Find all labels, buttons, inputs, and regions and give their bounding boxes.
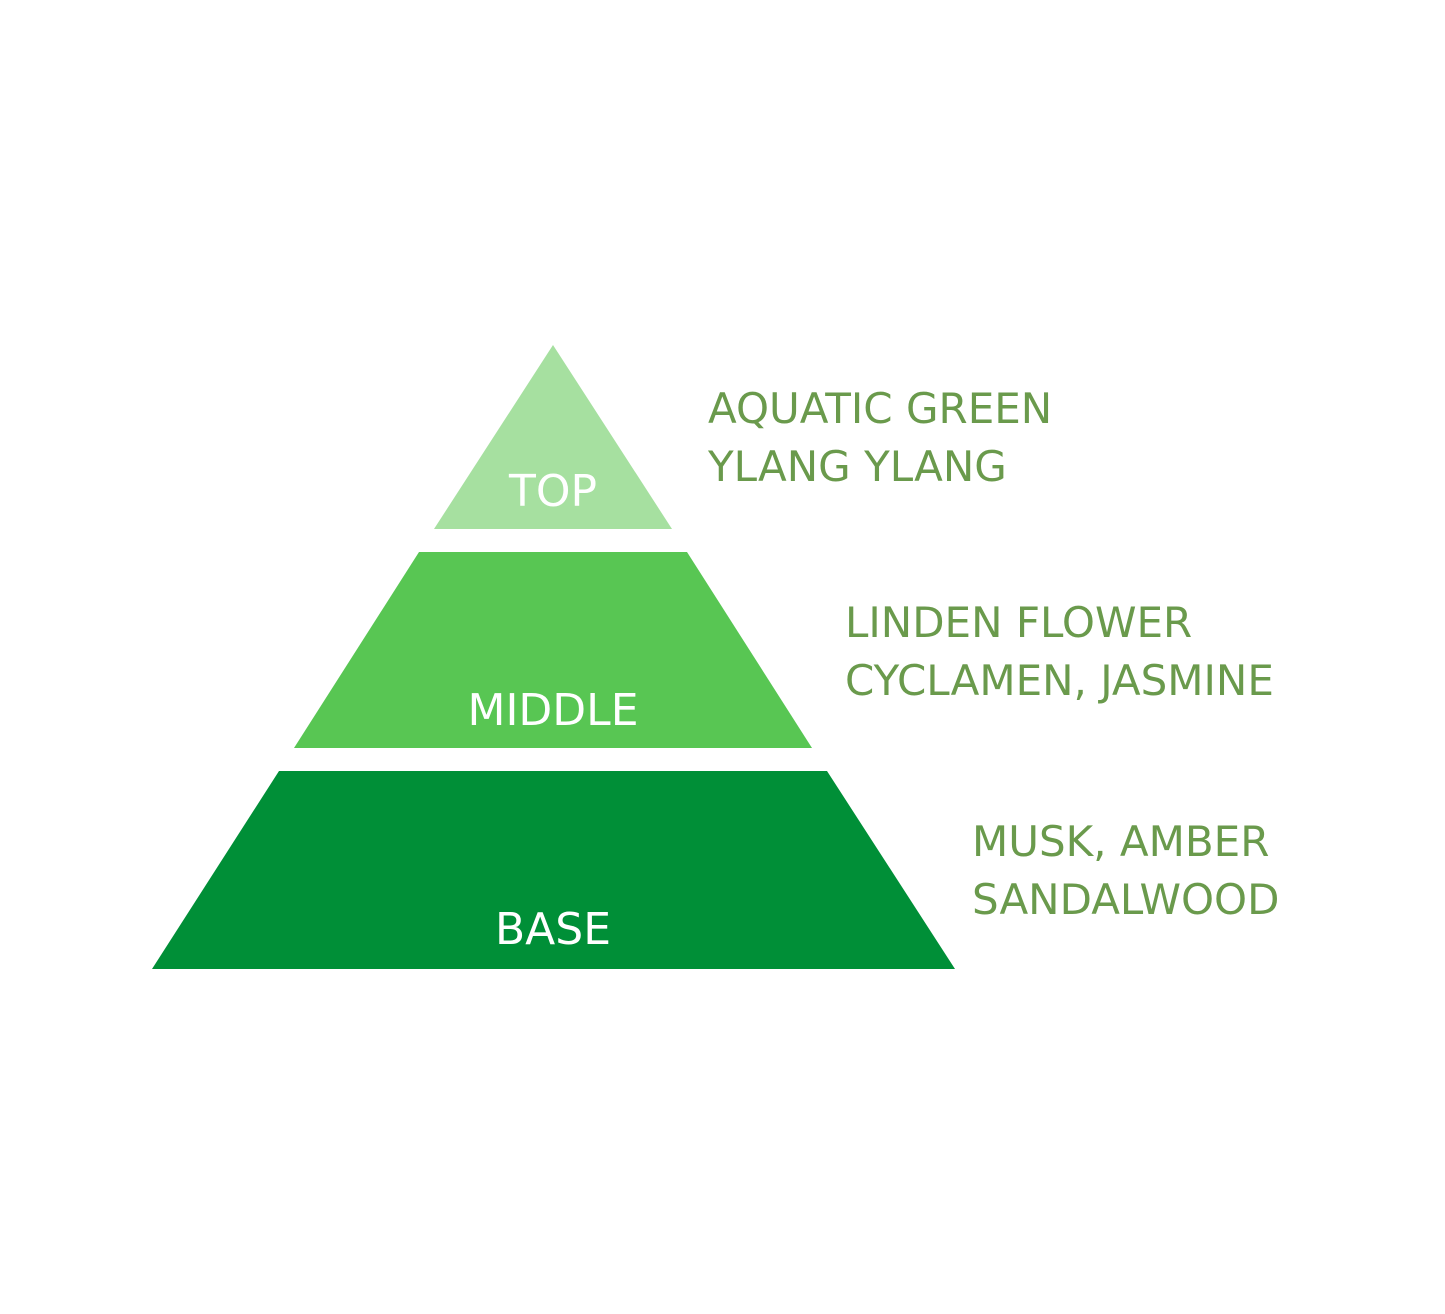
tier-base-notes: MUSK, AMBER SANDALWOOD (972, 817, 1279, 924)
tier-middle-note-2: CYCLAMEN, JASMINE (845, 656, 1274, 705)
tier-top-note-2: YLANG YLANG (707, 442, 1007, 491)
tier-top: TOP (434, 345, 672, 529)
tier-middle-label: MIDDLE (467, 685, 638, 736)
tier-middle-notes: LINDEN FLOWER CYCLAMEN, JASMINE (845, 598, 1274, 705)
tier-base-note-1: MUSK, AMBER (972, 817, 1269, 866)
tier-base-shape (152, 771, 955, 969)
tier-top-shape (434, 345, 672, 529)
tier-middle-note-1: LINDEN FLOWER (845, 598, 1192, 647)
tier-middle-shape (294, 552, 812, 748)
tier-top-note-1: AQUATIC GREEN (708, 384, 1052, 433)
tier-base-label: BASE (495, 904, 611, 955)
tier-middle: MIDDLE (294, 552, 812, 748)
tier-top-notes: AQUATIC GREEN YLANG YLANG (707, 384, 1052, 491)
tier-base-note-2: SANDALWOOD (972, 875, 1279, 924)
tier-top-label: TOP (508, 466, 597, 517)
tier-base: BASE (152, 771, 955, 969)
